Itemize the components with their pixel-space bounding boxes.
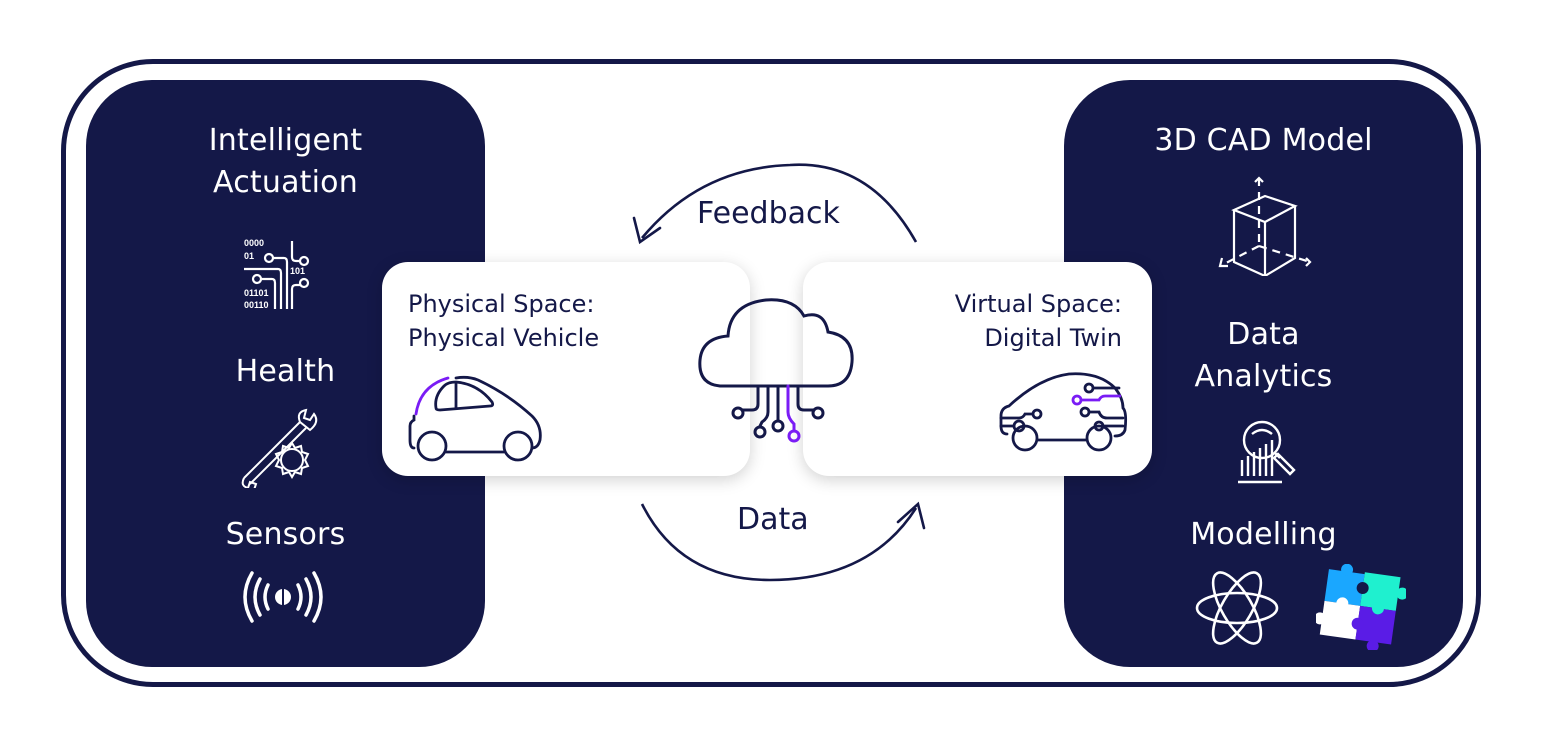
wrench-gear-icon (238, 408, 328, 488)
data-analytics-label: Data Analytics (1064, 314, 1463, 398)
physical-space-card: Physical Space: Physical Vehicle (382, 262, 750, 476)
virtual-space-card: Virtual Space: Digital Twin (803, 262, 1152, 476)
data-label: Data (737, 502, 809, 537)
cad-model-label: 3D CAD Model (1154, 123, 1373, 158)
cube-axes-icon (1210, 176, 1320, 276)
feedback-arrow (632, 163, 918, 245)
binary-text: 01101 (244, 288, 269, 298)
title-line: Physical Vehicle (408, 324, 600, 352)
label-line: Analytics (1194, 359, 1333, 394)
binary-text: 01 (244, 251, 254, 261)
title-line: Physical Space: (408, 290, 595, 318)
title-line: Digital Twin (984, 324, 1122, 352)
binary-text: 00110 (244, 300, 269, 310)
label-line: Data (1227, 317, 1300, 352)
digital-car-icon (999, 368, 1129, 458)
car-icon (408, 372, 548, 462)
sensor-waves-icon (238, 567, 328, 627)
intelligent-actuation-label: Intelligent Actuation (86, 120, 485, 204)
label-line: Intelligent (208, 123, 363, 158)
atom-icon (1194, 568, 1280, 648)
outer-frame (61, 59, 1481, 687)
sensors-label: Sensors (225, 517, 346, 552)
circuit-binary-icon: 0000 01 101 01101 00110 (242, 235, 322, 315)
health-label: Health (235, 354, 336, 389)
modelling-label: Modelling (1190, 517, 1337, 552)
binary-text: 101 (290, 266, 305, 276)
puzzle-icon (1316, 564, 1406, 650)
title-line: Virtual Space: (954, 290, 1122, 318)
label-line: Actuation (213, 165, 358, 200)
binary-text: 0000 (244, 238, 264, 248)
magnifier-chart-icon (1236, 418, 1316, 488)
data-arrow (640, 501, 926, 582)
virtual-space-title: Virtual Space: Digital Twin (955, 287, 1122, 355)
cloud-circuit-icon (690, 280, 870, 450)
physical-space-title: Physical Space: Physical Vehicle (408, 287, 599, 355)
feedback-label: Feedback (697, 196, 840, 231)
